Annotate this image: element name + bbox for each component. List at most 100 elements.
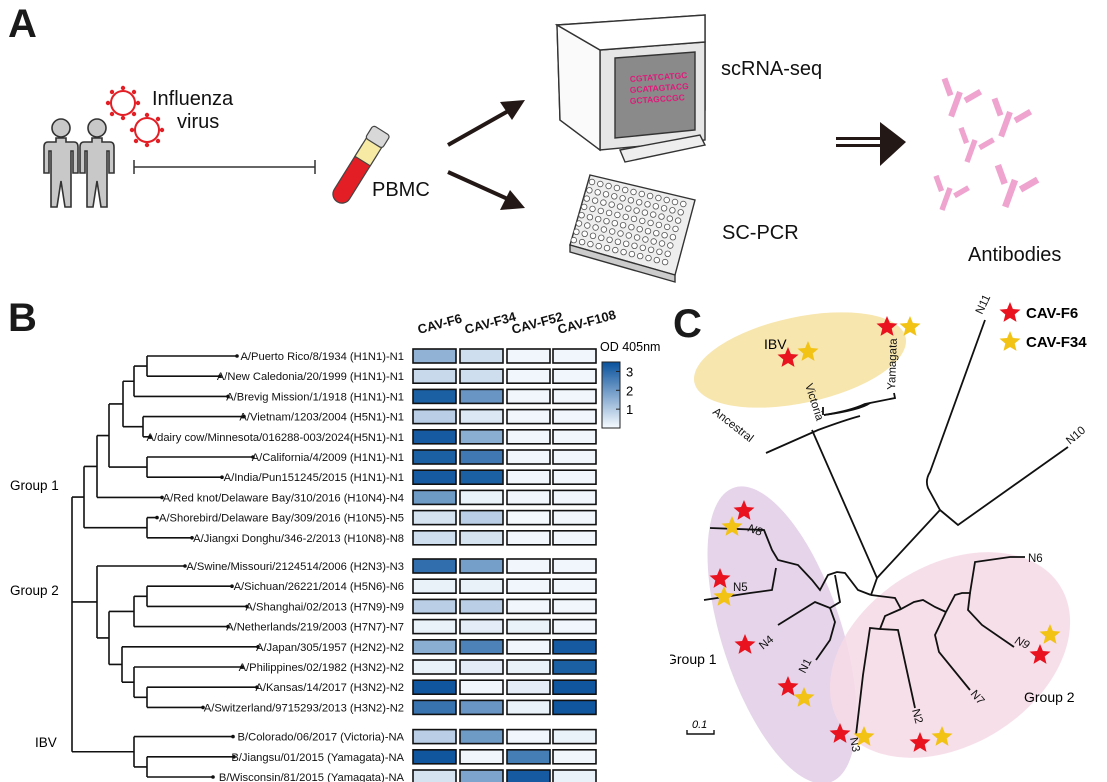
- plate-well: [667, 242, 674, 249]
- seq-line-1: CGTATCATGC: [629, 70, 687, 84]
- group1-clade-ellipse: [707, 486, 857, 782]
- colorbar-title: OD 405nm: [600, 340, 660, 354]
- plate-well: [619, 221, 627, 229]
- plate-well: [612, 246, 619, 254]
- virus-label: Influenza virus: [152, 88, 233, 134]
- people-icon: [43, 118, 115, 208]
- tree-tip: [232, 755, 236, 759]
- plate-well: [652, 203, 659, 210]
- heatmap-cell: [459, 769, 504, 782]
- phylogenetic-tree: [71, 354, 260, 779]
- seq-line-2: GCATAGTACG: [629, 81, 689, 95]
- heatmap-cell: [459, 679, 504, 696]
- tip-n8: N8: [746, 523, 764, 540]
- plate-well: [623, 240, 630, 247]
- plate-well: [653, 229, 660, 237]
- tip-n9: N9: [1013, 635, 1032, 652]
- cav-f34-star-icon: [721, 516, 743, 536]
- plate-well: [642, 236, 649, 243]
- heatmap-cell: [506, 748, 551, 765]
- heatmap-cell: [459, 469, 504, 485]
- heatmap-cell: [552, 489, 597, 506]
- plate-well: [655, 194, 662, 202]
- strain-label: B/Wisconsin/81/2015 (Yamagata)-NA: [219, 772, 405, 782]
- plate-well: [595, 215, 602, 223]
- seq-line-3: GCTAGCCGC: [629, 92, 685, 106]
- strain-label: B/Jiangsu/01/2015 (Yamagata)-NA: [231, 752, 404, 764]
- plate-well: [581, 203, 588, 211]
- plate-well: [656, 248, 663, 255]
- plate-well: [617, 230, 624, 237]
- heatmap-cell: [459, 509, 504, 526]
- tip-n11: N11: [974, 293, 993, 316]
- sc-pcr-label: SC-PCR: [722, 222, 799, 244]
- heatmap-cell: [552, 558, 597, 574]
- heatmap-cell: [552, 368, 597, 384]
- plate-well: [661, 231, 668, 239]
- heatmap-cell: [459, 368, 504, 384]
- heatmap-cell: [552, 618, 597, 635]
- group1-clade-label: Group 1: [670, 651, 717, 667]
- plate-well: [613, 184, 621, 192]
- virus-label-line1: Influenza: [152, 88, 234, 110]
- tree-tip: [190, 536, 194, 540]
- plate-well: [628, 223, 635, 231]
- strain-label: A/Red knot/Delaware Bay/310/2016 (H10N4)…: [163, 492, 404, 504]
- heatmap-cell: [506, 429, 551, 445]
- plate-well: [666, 215, 673, 222]
- tree-tip: [242, 414, 246, 419]
- influenza-virus-icon: [105, 85, 165, 148]
- plate-well: [578, 238, 586, 246]
- strain-label: B/Colorado/06/2017 (Victoria)-NA: [238, 732, 405, 744]
- cav-f6-star-icon: [777, 347, 799, 367]
- panel-b-letter: B: [8, 296, 37, 340]
- panel-a-letter: A: [8, 2, 37, 46]
- tree-tip: [256, 645, 260, 649]
- plate-well: [627, 197, 635, 204]
- plate-well: [638, 190, 645, 198]
- strain-label: A/Kansas/14/2017 (H3N2)-N2: [255, 682, 404, 694]
- cav-f6-star-icon: [909, 732, 931, 752]
- heatmap-cell: [412, 368, 457, 384]
- heatmap-cell: [459, 348, 504, 364]
- strain-label: A/Shanghai/02/2013 (H7N9)-N9: [245, 601, 404, 613]
- panel-b-heatmap: A/Puerto Rico/8/1934 (H1N1)-N1A/New Cale…: [10, 307, 660, 782]
- heatmap-cell: [552, 769, 597, 782]
- cav-f6-star-icon: [733, 500, 755, 520]
- plate-well: [645, 254, 652, 262]
- plate-well: [597, 207, 604, 215]
- pbmc-label: PBMC: [372, 179, 430, 201]
- heatmap-cell: [552, 728, 597, 745]
- heatmap-cell: [459, 449, 504, 465]
- tree-tip: [235, 354, 239, 358]
- tree-tip: [240, 665, 244, 669]
- column-header: CAV-F108: [556, 307, 618, 337]
- tip-n6: N6: [1028, 553, 1043, 565]
- heatmap-cell: [459, 578, 504, 595]
- heatmap-cell: [552, 509, 597, 526]
- tree-tip: [211, 775, 215, 779]
- scale-bar: [686, 730, 715, 735]
- tree-tip: [230, 584, 234, 588]
- group1-label: Group 1: [10, 478, 59, 493]
- heatmap-cell: [412, 469, 457, 485]
- legend-yellow-star-icon: [999, 331, 1021, 351]
- heatmap-cell: [506, 449, 551, 465]
- legend-cav-f6: CAV-F6: [1026, 305, 1078, 322]
- colorbar-tick-label: 3: [626, 364, 633, 379]
- heatmap-cell: [552, 429, 597, 445]
- heatmap-cell: [412, 530, 457, 546]
- strain-label: A/Switzerland/9715293/2013 (H3N2)-N2: [204, 702, 404, 714]
- antibody-icon: [994, 164, 1040, 209]
- heatmap-cell: [552, 578, 597, 595]
- strain-label: A/Netherlands/219/2003 (H7N7)-N7: [226, 622, 404, 634]
- panel-c-letter: C: [673, 302, 702, 346]
- strain-label: A/California/4/2009 (H1N1)-N1: [252, 452, 404, 464]
- tree-tip: [231, 734, 235, 739]
- virus-label-line2: virus: [177, 111, 220, 133]
- heatmap-cell: [552, 638, 597, 655]
- scale-bar-label: 0.1: [692, 719, 707, 731]
- cav-f34-star-icon: [853, 726, 875, 746]
- antibody-icon: [958, 126, 995, 163]
- heatmap-cell: [412, 618, 457, 635]
